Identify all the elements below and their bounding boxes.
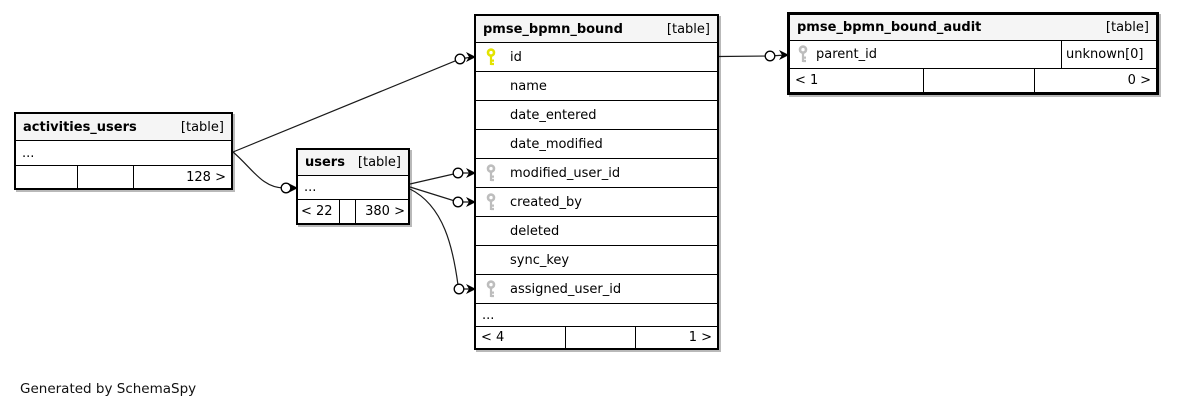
stats-cell-right: 128 >: [186, 169, 226, 185]
column-row-assigned-user-id: assigned_user_id: [476, 275, 717, 304]
hidden-columns-row: ...: [476, 304, 717, 327]
foreign-key-icon: [486, 192, 496, 210]
table-stats-row: 128 >: [16, 166, 231, 188]
key-slot: [476, 47, 510, 67]
column-name: date_modified: [510, 136, 603, 152]
table-stats-row: < 1 0 >: [790, 69, 1156, 92]
stats-cell-left: < 4: [476, 327, 567, 348]
table-header-pmse-bpmn-bound[interactable]: pmse_bpmn_bound [table]: [476, 16, 717, 43]
stats-cell-mid: [924, 69, 1036, 92]
hidden-columns-row: ...: [298, 176, 408, 200]
table-name[interactable]: pmse_bpmn_bound_audit: [797, 20, 982, 35]
column-row-date-entered: date_entered: [476, 101, 717, 130]
table-activities-users: activities_users [table] ... 128 >: [14, 112, 233, 190]
edge-users-to-created-by: [409, 186, 472, 203]
edge-circle-marker: [452, 167, 464, 179]
key-slot: [476, 163, 510, 183]
column-row-created-by: created_by: [476, 188, 717, 217]
column-name: parent_id: [816, 47, 877, 62]
edge-activities-users-to-users: [232, 151, 295, 189]
table-header-activities-users[interactable]: activities_users [table]: [16, 114, 231, 141]
column-row-id: id: [476, 43, 717, 72]
column-name: deleted: [510, 223, 560, 239]
table-name[interactable]: users: [305, 155, 345, 170]
column-row-name: name: [476, 72, 717, 101]
key-slot: [790, 45, 816, 64]
column-name: modified_user_id: [510, 165, 621, 181]
edge-users-to-assigned-user-id: [409, 188, 472, 290]
foreign-key-icon: [798, 45, 808, 63]
stats-cell-right: 0 >: [1127, 73, 1151, 88]
table-header-users[interactable]: users [table]: [298, 150, 408, 176]
key-slot: [476, 279, 510, 299]
table-type-label: [table]: [1105, 20, 1149, 35]
column-row-sync-key: sync_key: [476, 246, 717, 275]
column-row-deleted: deleted: [476, 217, 717, 246]
edge-circle-marker: [280, 182, 292, 194]
column-row-modified-user-id: modified_user_id: [476, 159, 717, 188]
edge-activities-users-to-bound-id: [232, 56, 473, 153]
stats-cell-left: < 1: [790, 69, 924, 92]
stats-cell-mid: [566, 327, 637, 348]
table-name[interactable]: activities_users: [23, 119, 137, 135]
column-name: sync_key: [510, 252, 570, 268]
edge-users-to-modified-user-id: [409, 172, 472, 185]
table-header-pmse-bpmn-bound-audit[interactable]: pmse_bpmn_bound_audit [table]: [790, 15, 1156, 41]
hidden-columns-row: ...: [16, 141, 231, 166]
stats-cell-mid: [78, 166, 135, 188]
column-name: created_by: [510, 194, 582, 210]
column-row-parent-id: parent_id unknown[0]: [790, 41, 1156, 69]
table-type-label: [table]: [180, 119, 224, 135]
table-pmse-bpmn-bound: pmse_bpmn_bound [table] id name date_ent…: [474, 14, 719, 350]
column-name: id: [510, 49, 522, 65]
stats-cell-right: 1 >: [688, 330, 712, 345]
key-slot: [476, 192, 510, 212]
table-type-label: [table]: [357, 155, 401, 170]
table-stats-row: < 4 1 >: [476, 327, 717, 348]
table-stats-row: < 22 380 >: [298, 200, 408, 223]
generated-by-note: Generated by SchemaSpy: [20, 381, 197, 397]
table-users: users [table] ... < 22 380 >: [296, 148, 410, 225]
edge-circle-marker: [454, 53, 466, 65]
foreign-key-icon: [486, 163, 496, 181]
foreign-key-icon: [486, 279, 496, 297]
stats-cell-mid: [340, 200, 357, 223]
column-name: date_entered: [510, 107, 597, 123]
table-type-label: [table]: [666, 21, 710, 37]
column-row-date-modified: date_modified: [476, 130, 717, 159]
column-name: name: [510, 78, 547, 94]
edge-circle-marker: [764, 50, 776, 62]
stats-cell-right: 380 >: [365, 204, 405, 219]
table-pmse-bpmn-bound-audit: pmse_bpmn_bound_audit [table] parent_id …: [787, 12, 1159, 95]
edge-circle-marker: [453, 283, 465, 295]
primary-key-icon: [486, 47, 496, 65]
stats-cell-left: < 22: [298, 200, 340, 223]
edge-bound-id-to-audit-parent-id: [718, 54, 787, 58]
stats-cell-left: [16, 166, 79, 188]
column-type-info: unknown[0]: [1061, 41, 1156, 68]
edge-circle-marker: [452, 196, 464, 208]
column-name: assigned_user_id: [510, 281, 622, 297]
table-name[interactable]: pmse_bpmn_bound: [483, 21, 623, 37]
